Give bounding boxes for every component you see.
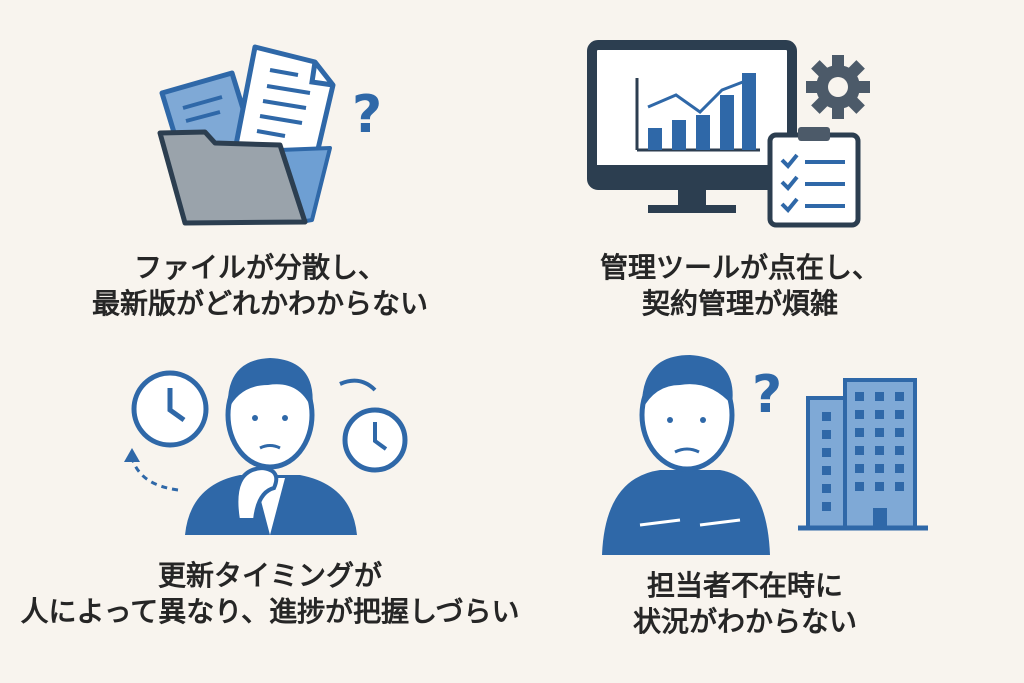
window <box>875 482 884 491</box>
folder-documents-icon <box>157 44 336 226</box>
window <box>822 448 831 457</box>
window <box>822 484 831 493</box>
window <box>855 482 864 491</box>
caption-line: 人によって異なり、進捗が把握しづらい <box>20 595 520 628</box>
window <box>895 446 904 455</box>
clipboard-checklist-icon <box>767 127 861 228</box>
caption-timing: 更新タイミングが 人によって異なり、進捗が把握しづらい <box>20 558 520 630</box>
window <box>875 464 884 473</box>
question-mark-icon: ? <box>352 85 382 145</box>
window <box>895 482 904 491</box>
window <box>855 428 864 437</box>
window <box>875 446 884 455</box>
worried-man-icon <box>185 358 357 535</box>
window <box>895 392 904 401</box>
dashed-arrow-icon <box>130 457 179 492</box>
window <box>855 392 864 401</box>
caption-line: ファイルが分散し、 <box>133 251 386 284</box>
circular-arrow-icon <box>339 378 377 392</box>
question-mark-icon: ? <box>752 365 782 425</box>
window <box>875 428 884 437</box>
caption-absence: 担当者不在時に 状況がわからない <box>545 568 945 640</box>
caption-tools: 管理ツールが点在し、 契約管理が煩雑 <box>540 250 940 322</box>
window <box>822 466 831 475</box>
window <box>855 410 864 419</box>
window <box>855 464 864 473</box>
caption-files: ファイルが分散し、 最新版がどれかわからない <box>60 250 460 322</box>
confused-person-icon <box>602 355 770 555</box>
caption-line: 状況がわからない <box>632 605 857 638</box>
window <box>822 502 831 511</box>
window <box>875 392 884 401</box>
clock-icon <box>342 407 408 473</box>
caption-line: 最新版がどれかわからない <box>91 287 428 320</box>
window <box>855 446 864 455</box>
window <box>822 430 831 439</box>
window <box>895 464 904 473</box>
caption-line: 担当者不在時に <box>646 569 843 602</box>
window <box>875 410 884 419</box>
window <box>895 428 904 437</box>
caption-line: 契約管理が煩雑 <box>641 287 838 320</box>
caption-line: 管理ツールが点在し、 <box>599 251 880 284</box>
window <box>895 410 904 419</box>
caption-line: 更新タイミングが <box>157 559 382 592</box>
building-icon <box>798 378 928 531</box>
monitor-chart-icon <box>587 40 797 213</box>
window <box>822 412 831 421</box>
gear-icon <box>806 55 870 119</box>
clock-icon <box>131 370 209 448</box>
